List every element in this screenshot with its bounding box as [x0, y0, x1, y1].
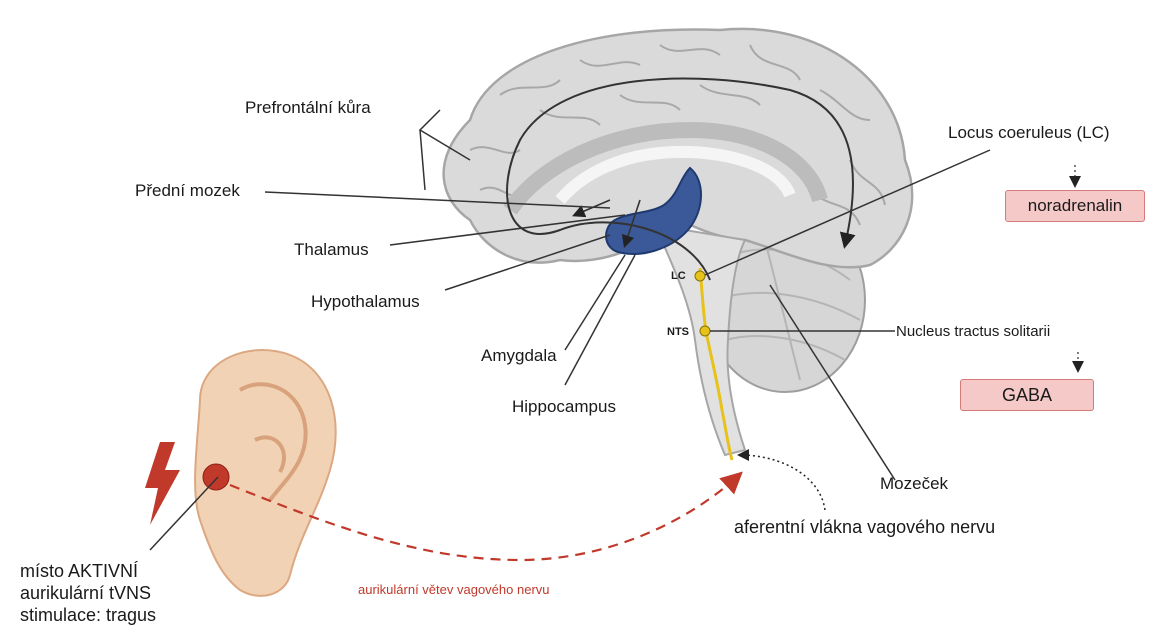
stimulation-site-marker — [203, 464, 229, 490]
label-lc: LC — [671, 270, 686, 282]
label-afferent-fibers: aferentní vlákna vagového nervu — [734, 517, 995, 537]
lightning-icon — [145, 442, 180, 525]
afferent-pointer — [740, 455, 825, 510]
label-prefrontal-cortex: Prefrontální kůra — [245, 98, 371, 118]
lc-node — [695, 271, 705, 281]
nts-node — [700, 326, 710, 336]
label-stimulation-site: místo AKTIVNÍ aurikulární tVNS stimulace… — [20, 560, 156, 626]
label-hypothalamus: Hypothalamus — [311, 292, 420, 312]
noradrenalin-box: noradrenalin — [1005, 190, 1145, 222]
label-nucleus-tractus: Nucleus tractus solitarii — [896, 322, 1050, 342]
label-amygdala: Amygdala — [481, 346, 557, 366]
label-hippocampus: Hippocampus — [512, 397, 616, 417]
label-forebrain: Přední mozek — [135, 181, 240, 201]
label-locus-coeruleus: Locus coeruleus (LC) — [948, 123, 1110, 143]
label-cerebellum: Mozeček — [880, 474, 948, 494]
label-thalamus: Thalamus — [294, 240, 369, 260]
label-nts: NTS — [667, 326, 689, 338]
gaba-box: GABA — [960, 379, 1094, 411]
label-auricular-branch: aurikulární větev vagového nervu — [358, 580, 550, 600]
